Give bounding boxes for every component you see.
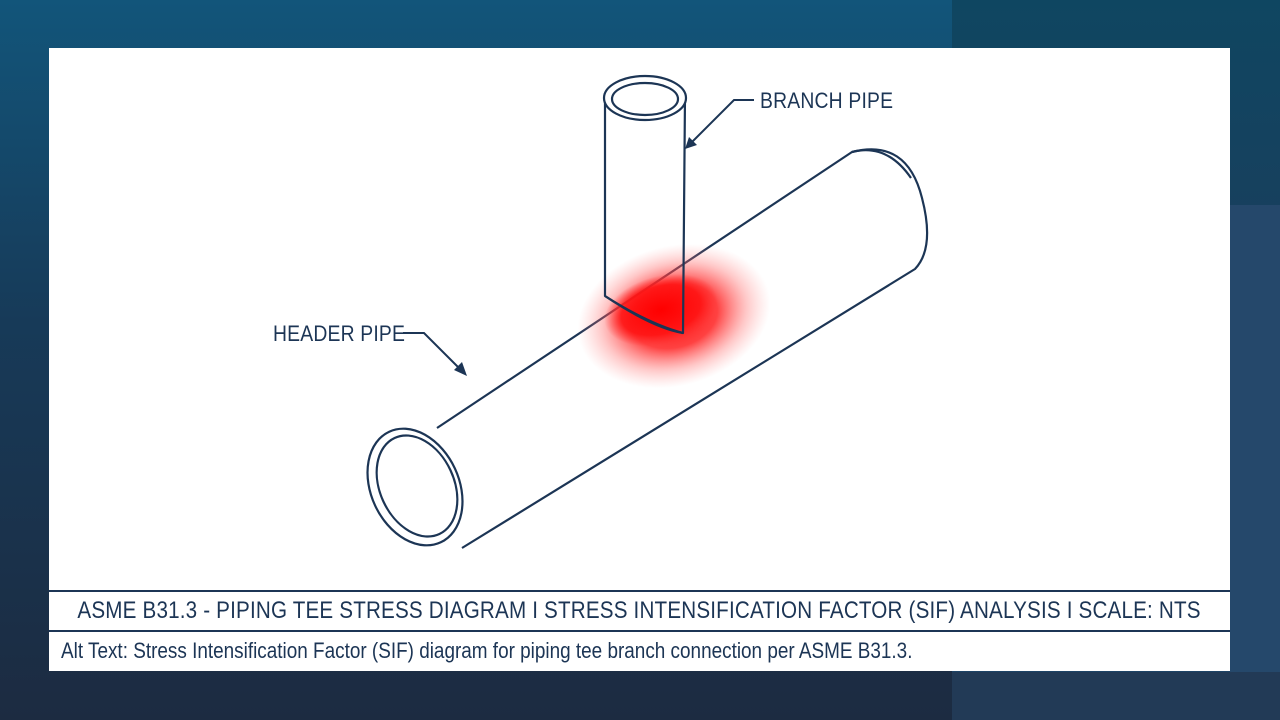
background-panel-right-lower [1230,205,1280,720]
stress-hotspot [577,243,771,389]
branch-pipe-leader [685,99,754,149]
title-block: ASME B31.3 - PIPING TEE STRESS DIAGRAM I… [49,590,1230,632]
branch-pipe-label: BRANCH PIPE [760,88,894,113]
diagram-card: BRANCH PIPE HEADER PIPE ASME B31.3 - PIP… [49,48,1230,671]
tee-diagram [366,74,929,549]
alt-text-caption: Alt Text: Stress Intensification Factor … [61,638,913,663]
header-pipe-leader [403,332,467,376]
branch-pipe-drawing [602,74,688,335]
title-block-text: ASME B31.3 - PIPING TEE STRESS DIAGRAM I… [77,597,1202,624]
header-pipe-label: HEADER PIPE [273,321,406,346]
background-panel-bottom [952,672,1280,720]
